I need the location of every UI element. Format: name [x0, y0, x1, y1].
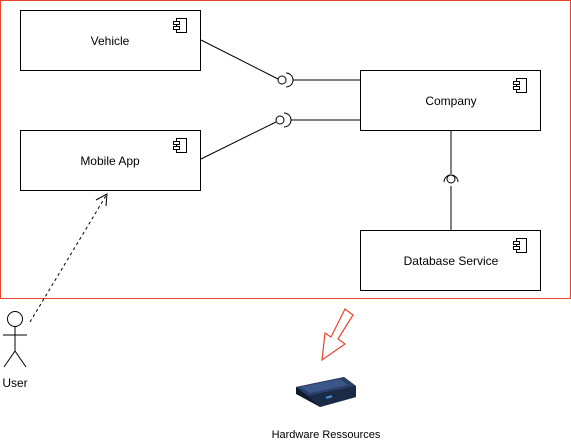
user-mobileapp-dependency	[29, 193, 108, 323]
stick-figure-icon	[3, 311, 27, 368]
hardware-resources[interactable]: Hardware Ressources	[272, 377, 381, 441]
hardware-label: Hardware Ressources	[272, 429, 381, 441]
hollow-down-arrow-icon	[321, 308, 354, 362]
component-vehicle[interactable]: Vehicle	[20, 10, 201, 71]
vehicle-company-connector	[200, 39, 360, 88]
actor-label: User	[2, 376, 27, 390]
component-mobile-app[interactable]: Mobile App	[20, 130, 201, 191]
component-icon	[173, 18, 187, 33]
component-icon	[173, 138, 187, 153]
component-label: Vehicle	[91, 34, 130, 48]
component-icon	[513, 78, 527, 93]
mobileapp-company-connector	[200, 112, 360, 160]
component-icon	[513, 238, 527, 253]
actor-user[interactable]: User	[2, 311, 28, 391]
component-label: Mobile App	[80, 154, 140, 168]
component-company[interactable]: Company	[360, 70, 541, 131]
component-label: Company	[425, 94, 476, 108]
component-database-service[interactable]: Database Service	[360, 230, 541, 291]
company-database-connector	[443, 130, 459, 230]
component-label: Database Service	[404, 254, 499, 268]
server-box-icon	[296, 377, 356, 407]
